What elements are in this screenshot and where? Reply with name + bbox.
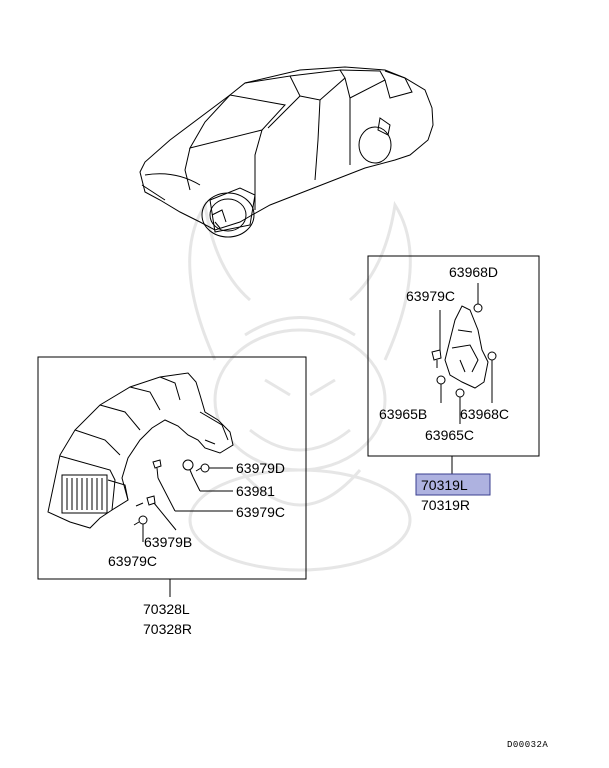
callout-63968D[interactable]: 63968D <box>449 264 498 280</box>
callout-63965B[interactable]: 63965B <box>379 406 427 422</box>
screw-63965C <box>455 388 465 398</box>
diagram-code: D00032A <box>507 740 548 750</box>
clip-63968D <box>473 303 483 313</box>
clip-63979C-right <box>431 349 442 368</box>
callout-63979C-lower[interactable]: 63979C <box>108 553 157 569</box>
fender-liner-front <box>47 372 234 529</box>
part-number-highlight <box>415 473 491 496</box>
callout-63979C-upper[interactable]: 63979C <box>236 504 285 520</box>
clip-63979C-upper <box>152 459 162 479</box>
part-number-70328L[interactable]: 70328L <box>143 601 190 617</box>
callout-63979B[interactable]: 63979B <box>144 534 192 550</box>
callout-63981[interactable]: 63981 <box>236 483 275 499</box>
station-wagon-outline-icon <box>139 66 434 238</box>
clip-63979C-lower <box>133 515 148 526</box>
clip-63968C <box>487 351 497 361</box>
part-number-70328R[interactable]: 70328R <box>143 621 192 637</box>
screw-63981 <box>182 459 194 478</box>
part-number-70319L[interactable]: 70319L <box>421 477 468 493</box>
clip-63979D <box>195 463 210 473</box>
screw-63965B <box>436 375 446 385</box>
callout-63979C-right[interactable]: 63979C <box>406 288 455 304</box>
clip-63979B <box>135 495 156 507</box>
callout-63965C[interactable]: 63965C <box>425 427 474 443</box>
part-number-70319R[interactable]: 70319R <box>421 497 470 513</box>
mudguard-bracket <box>444 305 489 389</box>
callout-63968C[interactable]: 63968C <box>460 406 509 422</box>
right-parts-frame <box>367 255 540 457</box>
left-parts-frame <box>37 356 307 580</box>
callout-63979D[interactable]: 63979D <box>236 460 285 476</box>
samurai-helmet-watermark-icon <box>188 200 412 572</box>
